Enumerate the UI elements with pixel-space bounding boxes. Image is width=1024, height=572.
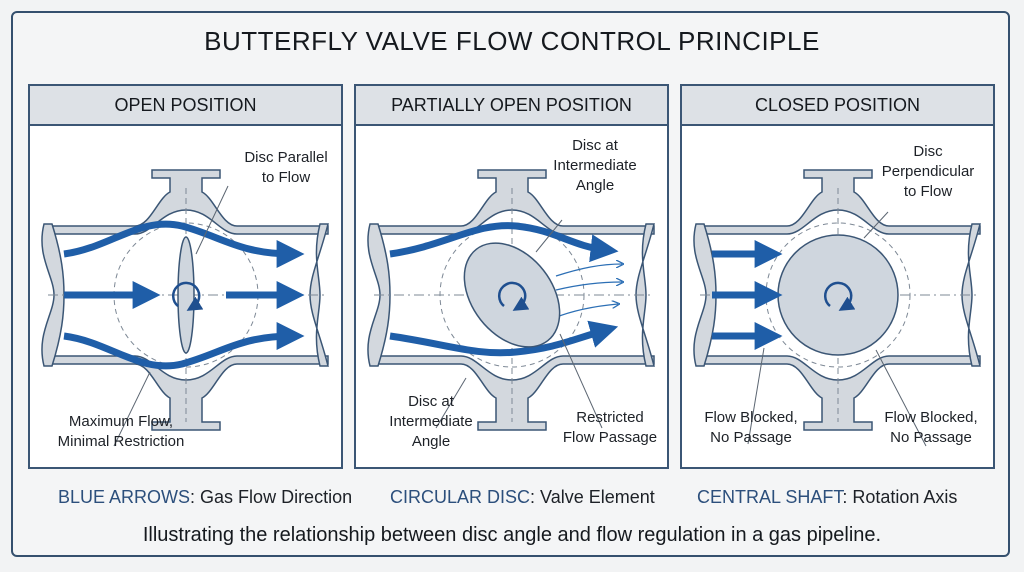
legend-key: CENTRAL SHAFT [697,487,843,507]
label-maximum-flow: Maximum Flow, Minimal Restriction [57,413,185,450]
label-flow-blocked-right: Flow Blocked, No Passage [884,409,978,446]
panel-partially-open-position: PARTIALLY OPEN POSITION Disc at Intermed… [354,84,669,469]
valve-closed-illustration [693,169,981,447]
panel-heading: CLOSED POSITION [682,86,993,126]
valve-partial-illustration [367,169,655,431]
flow-arrow-top [63,220,305,268]
panel-open-position: OPEN POSITION Disc Parallel to Flow Maxi… [28,84,343,469]
panel-heading: OPEN POSITION [30,86,341,126]
leader-line-bottom [113,371,151,447]
flow-arrow-bottom [389,320,619,357]
label-disc-perpendicular: Disc Perpendicular to Flow [881,143,975,200]
flow-arrow-bottom [63,322,305,370]
diagram-title: BUTTERFLY VALVE FLOW CONTROL PRINCIPLE [204,26,820,56]
pipe-end-flanges [367,223,655,367]
leader-line-bottom-right [875,349,927,447]
legend-item-disc: CIRCULAR DISC: Valve Element [390,487,655,507]
leader-line-top [863,211,889,239]
label-flow-blocked-left: Flow Blocked, No Passage [704,409,798,446]
panel-heading: PARTIALLY OPEN POSITION [356,86,667,126]
label-restricted-flow: Restricted Flow Passage [562,409,658,446]
legend-key: BLUE ARROWS [58,487,191,507]
panel-closed-position: CLOSED POSITION Disc Perpendicular to Fl… [680,84,995,469]
valve-disc [463,242,561,348]
legend-item-shaft: CENTRAL SHAFT: Rotation Axis [697,487,958,507]
valve-disc [177,236,195,354]
flow-arrows-thin [553,264,622,319]
label-disc-parallel: Disc Parallel to Flow [244,149,328,186]
rotation-icon [497,281,530,311]
leader-line-bottom-left [435,377,467,429]
legend-value: Rotation Axis [852,487,958,507]
leader-line-bottom-left [747,347,765,445]
rotation-icon [171,281,204,311]
flow-arrows [63,220,305,370]
flow-arrows [389,222,619,357]
leader-line-top [195,185,229,255]
pipe-end-flanges [41,223,329,367]
rotation-icon [823,281,856,311]
caption: Illustrating the relationship between di… [142,524,882,546]
leader-line-bottom-right [559,333,603,429]
pipe-end-flanges [693,223,981,367]
flow-arrows [712,240,783,350]
disc-sweep-circle [439,222,585,368]
legend-value: Valve Element [540,487,655,507]
leader-line-top [535,219,563,253]
legend-key: CIRCULAR DISC [390,487,531,507]
legend-item-arrows: BLUE ARROWS: Gas Flow Direction [58,487,353,507]
valve-disc [777,234,899,356]
label-disc-intermediate-top: Disc at Intermediate Angle [553,137,637,194]
legend-value: Gas Flow Direction [200,487,353,507]
label-disc-intermediate-bottom: Disc at Intermediate Angle [389,393,473,450]
valve-open-illustration [41,169,329,447]
flow-arrow-top [389,222,619,263]
